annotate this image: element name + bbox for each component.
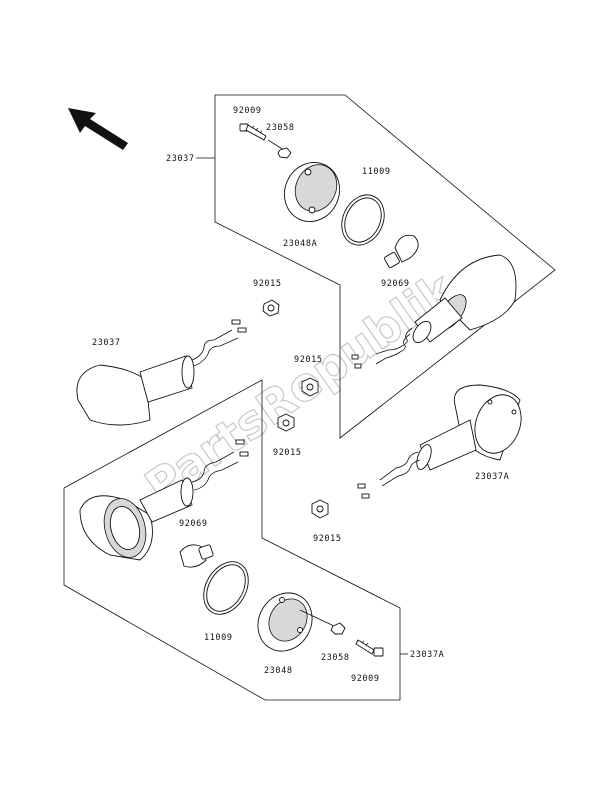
- turn-signal-bottom-open-housing: [79, 439, 249, 561]
- bulb-92069-bottom: [179, 544, 214, 568]
- label-92069-top: 92069: [381, 279, 410, 289]
- label-23037A-mid: 23037A: [475, 472, 509, 482]
- nut-92015-a: [262, 299, 280, 317]
- bulb-92069-top: [384, 234, 419, 268]
- arrow-up-left-icon: [68, 108, 128, 150]
- nut-23058-top: [267, 139, 292, 159]
- label-92015-c: 92015: [273, 448, 302, 458]
- label-92009-bottom: 92009: [351, 674, 380, 684]
- turn-signal-23037-top-right: [351, 254, 517, 369]
- label-92015-a: 92015: [253, 279, 282, 289]
- label-11009-bottom: 11009: [204, 633, 233, 643]
- label-92015-b: 92015: [294, 355, 323, 365]
- lens-23048A: [283, 162, 341, 222]
- label-23048: 23048: [264, 666, 293, 676]
- nut-23058-bottom: [299, 609, 346, 635]
- nut-92015-b: [301, 377, 319, 397]
- label-23058-bottom: 23058: [321, 653, 350, 663]
- turn-signal-23037-left: [76, 319, 247, 426]
- nut-92015-d: [311, 499, 329, 519]
- label-92015-d: 92015: [313, 534, 342, 544]
- screw-92009-top: [239, 123, 267, 141]
- label-11009-top: 11009: [362, 167, 391, 177]
- bottom-assembly-outline: [63, 379, 408, 701]
- top-assembly-outline: [196, 94, 556, 439]
- label-23058-top: 23058: [266, 123, 295, 133]
- label-92069-bottom: 92069: [179, 519, 208, 529]
- label-23037-top: 23037: [166, 154, 195, 164]
- label-92009-top: 92009: [233, 106, 262, 116]
- nut-92015-c: [277, 413, 295, 432]
- lens-23048: [257, 592, 313, 652]
- label-23037A-bottom: 23037A: [410, 650, 444, 660]
- screw-92009-bottom: [355, 639, 384, 657]
- gasket-11009-top: [341, 194, 385, 246]
- label-23037-left: 23037: [92, 338, 121, 348]
- label-23048A: 23048A: [283, 239, 317, 249]
- turn-signal-23037A-mid: [357, 384, 522, 499]
- gasket-11009-bottom: [203, 561, 249, 615]
